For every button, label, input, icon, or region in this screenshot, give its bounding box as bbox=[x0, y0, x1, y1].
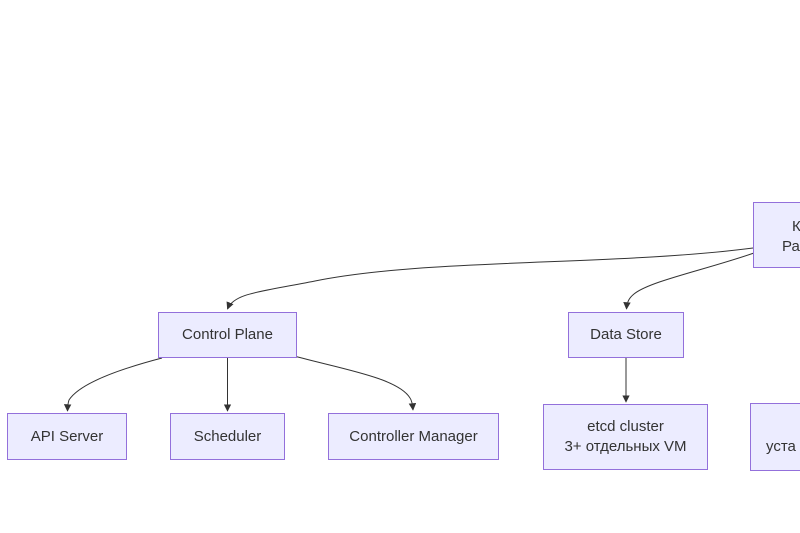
node-kubernetes-root: К Раз bbox=[753, 202, 800, 268]
node-scheduler-label: Scheduler bbox=[193, 427, 262, 445]
edge-root-to-data-store bbox=[623, 252, 755, 310]
node-install-partial: уста bbox=[750, 403, 800, 471]
node-install-partial-label: уста bbox=[766, 438, 796, 455]
edge-control-plane-to-api-server bbox=[63, 357, 163, 412]
node-kubernetes-root-label-line2: Раз bbox=[782, 238, 800, 255]
node-control-plane-label: Control Plane bbox=[182, 326, 273, 343]
node-etcd-cluster: etcd cluster 3+ отдельных VM bbox=[543, 404, 708, 470]
edge-control-plane-to-controller-manager bbox=[293, 355, 417, 411]
node-kubernetes-root-label-line1: К bbox=[792, 218, 800, 235]
node-data-store-label: Data Store bbox=[590, 326, 662, 343]
node-data-store: Data Store bbox=[568, 312, 684, 358]
node-api-server-label: API Server bbox=[30, 427, 104, 445]
node-etcd-cluster-label-line2: 3+ отдельных VM bbox=[564, 438, 687, 455]
node-scheduler: Scheduler bbox=[170, 413, 285, 460]
node-controller-manager: Controller Manager bbox=[328, 413, 499, 460]
node-api-server: API Server bbox=[7, 413, 127, 460]
node-control-plane: Control Plane bbox=[158, 312, 297, 358]
node-etcd-cluster-label-line1: etcd cluster bbox=[587, 418, 664, 435]
edge-root-to-control-plane bbox=[226, 247, 754, 310]
node-controller-manager-label: Controller Manager bbox=[349, 427, 478, 445]
